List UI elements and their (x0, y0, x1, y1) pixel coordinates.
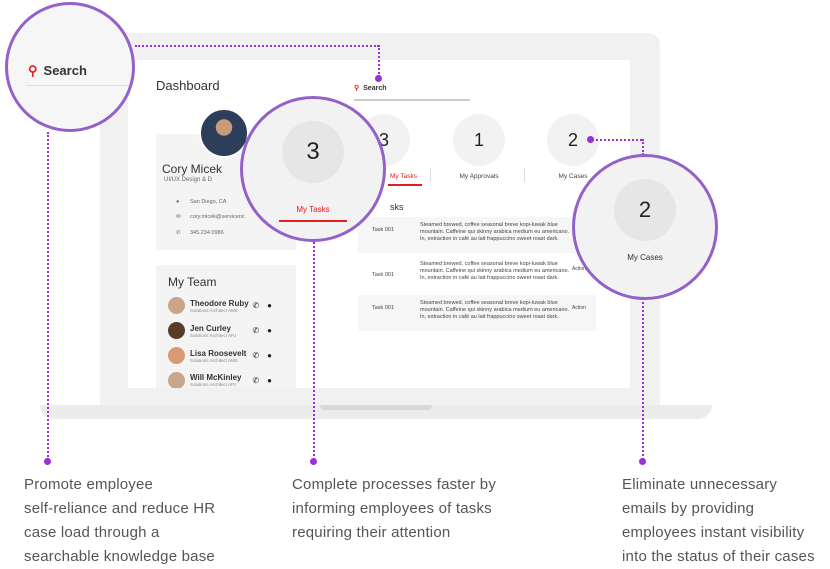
connector-line (313, 242, 315, 460)
phone-chat-icons[interactable]: ✆● (252, 326, 280, 335)
connector-line (642, 298, 644, 460)
search-icon: ⚲ (354, 85, 360, 92)
task-action[interactable]: Action (572, 305, 586, 311)
member-name: Jen Curley (190, 323, 231, 333)
stat-approvals-label[interactable]: My Approvals (459, 173, 499, 180)
connector-line (378, 45, 380, 77)
task-desc: Steamed brewed, coffee seasonal breve ko… (420, 222, 570, 242)
search-underline (26, 85, 132, 86)
connector-dot (375, 75, 382, 82)
member-name: Theodore Ruby (190, 298, 249, 308)
callout-tasks-label: My Tasks (296, 205, 330, 214)
connector-dot (587, 136, 594, 143)
phone-chat-icons[interactable]: ✆● (252, 301, 280, 310)
connector-dot (639, 458, 646, 465)
member-role: Solutions Architect APJ (190, 382, 237, 387)
callout-search-field: ⚲ Search (28, 63, 87, 79)
stat-approvals[interactable]: 1 (453, 114, 505, 166)
task-desc: Steamed brewed, coffee seasonal breve ko… (420, 300, 570, 320)
task-row[interactable]: Task 001 Steamed brewed, coffee seasonal … (358, 256, 596, 292)
profile-name: Cory Micek (162, 162, 223, 176)
callout-cases-value: 2 (614, 179, 676, 241)
task-desc: Steamed brewed, coffee seasonal breve ko… (420, 261, 570, 281)
search-label: Search (363, 85, 387, 92)
connector-line (135, 45, 379, 47)
avatar (199, 108, 249, 158)
email-icon: ✉ (176, 214, 181, 220)
callout-cases: 2 My Cases (572, 154, 718, 300)
callout-search: ⚲ Search (5, 2, 135, 132)
member-avatar (168, 322, 185, 339)
task-id: Task 001 (372, 272, 395, 278)
phone-chat-icons[interactable]: ✆● (252, 375, 280, 385)
task-id: Task 001 (372, 227, 395, 233)
caption-cases: Eliminate unnecessary emails by providin… (622, 476, 815, 565)
team-title: My Team (168, 275, 217, 289)
location-icon: ● (176, 199, 180, 205)
member-avatar (168, 297, 185, 314)
callout-tasks: 3 My Tasks (240, 96, 386, 242)
member-avatar (168, 372, 185, 388)
callout-tasks-underline (279, 220, 347, 222)
profile-phone[interactable]: 345.234.0986 (190, 230, 224, 236)
laptop-notch (320, 405, 432, 410)
caption-tasks: Complete processes faster by informing e… (292, 476, 497, 541)
stat-cases-label[interactable]: My Cases (558, 173, 588, 180)
search-icon: ⚲ (28, 63, 38, 78)
member-role: Solutions Architect AMS (190, 307, 238, 313)
divider (430, 168, 431, 182)
task-id: Task 001 (372, 305, 395, 311)
stat-tasks-label[interactable]: My Tasks (390, 173, 417, 180)
connector-line (592, 139, 642, 141)
task-action[interactable]: Action (572, 266, 586, 272)
tasks-heading: sks (390, 202, 404, 212)
member-avatar (168, 347, 185, 364)
connector-line (47, 132, 49, 460)
page-title: Dashboard (156, 78, 220, 93)
tasks-underline (388, 184, 422, 186)
connector-dot (310, 458, 317, 465)
callout-cases-label: My Cases (627, 253, 663, 262)
task-row[interactable]: Task 001 Steamed brewed, coffee seasonal … (358, 217, 596, 253)
task-row[interactable]: Task 001 Steamed brewed, coffee seasonal … (358, 295, 596, 331)
member-role: Solutions Architect APJ (190, 332, 237, 338)
connector-line (642, 139, 644, 155)
profile-email[interactable]: cory.micek@servicenc (190, 214, 245, 220)
phone-chat-icons[interactable]: ✆● (252, 351, 280, 360)
member-role: Solutions Architect AMS (190, 357, 238, 363)
caption-knowledge-base: Promote employee self-reliance and reduc… (24, 476, 216, 565)
profile-location: San Diego, CA (190, 199, 227, 205)
callout-tasks-value: 3 (282, 121, 344, 183)
member-name: Lisa Roosevelt (190, 348, 247, 358)
phone-icon: ✆ (176, 230, 181, 236)
callout-search-label: Search (43, 63, 87, 78)
laptop-base (40, 405, 712, 419)
profile-role: UI/UX Design & D (164, 177, 213, 183)
member-name: Will McKinley (190, 373, 242, 382)
connector-dot (44, 458, 51, 465)
search-input[interactable]: ⚲Search (354, 84, 470, 101)
divider (524, 168, 525, 182)
